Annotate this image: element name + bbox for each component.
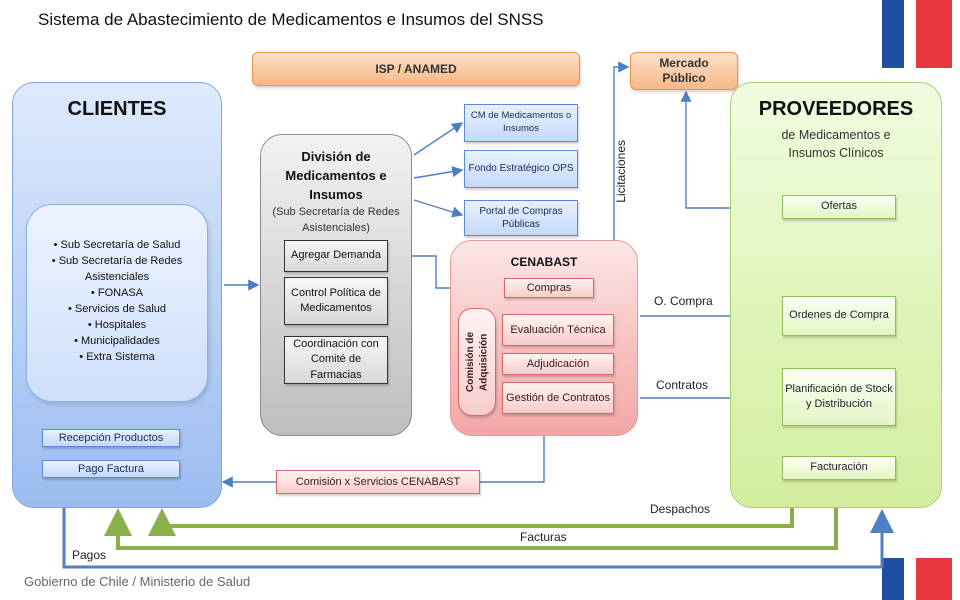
clientes-list: Sub Secretaría de Salud Sub Secretaría d… bbox=[32, 238, 202, 366]
cenabast-heading: CENABAST bbox=[510, 255, 578, 269]
isp-anamed-box[interactable]: ISP / ANAMED bbox=[252, 52, 580, 86]
cm-medicamentos-box[interactable]: CM de Medicamentos o Insumos bbox=[464, 104, 578, 142]
clientes-heading: CLIENTES bbox=[67, 98, 167, 120]
coordinacion-comite-box[interactable]: Coordinación con Comité de Farmacias bbox=[284, 336, 388, 384]
proveedores-panel bbox=[730, 82, 942, 508]
compras-box[interactable]: Compras bbox=[504, 278, 594, 298]
comision-adquisicion-box[interactable]: Comisión de Adquisición bbox=[458, 308, 496, 416]
isp-anamed-label: ISP / ANAMED bbox=[375, 61, 457, 76]
ordenes-compra-box[interactable]: Ordenes de Compra bbox=[782, 296, 896, 336]
evaluacion-tecnica-box[interactable]: Evaluación Técnica bbox=[502, 314, 614, 346]
pagos-label: Pagos bbox=[72, 548, 107, 562]
ocompra-label: O. Compra bbox=[654, 294, 713, 308]
contratos-label: Contratos bbox=[656, 378, 709, 392]
agregar-demanda-box[interactable]: Agregar Demanda bbox=[284, 240, 388, 272]
proveedores-heading: PROVEEDORES bbox=[758, 98, 914, 120]
client-item: Municipalidades bbox=[32, 334, 202, 350]
client-item: Sub Secretaría de Salud bbox=[32, 238, 202, 254]
client-item: Hospitales bbox=[32, 318, 202, 334]
control-politica-box[interactable]: Control Política de Medicamentos bbox=[284, 277, 388, 325]
mercado-line1: Mercado bbox=[659, 56, 709, 70]
page-title: Sistema de Abastecimiento de Medicamento… bbox=[38, 10, 544, 29]
planificacion-stock-box[interactable]: Planificación de Stock y Distribución bbox=[782, 368, 896, 426]
ofertas-box[interactable]: Ofertas bbox=[782, 195, 896, 219]
proveedores-sub: de Medicamentos e Insumos Clínicos bbox=[781, 128, 891, 161]
fondo-estrategico-box[interactable]: Fondo Estratégico OPS bbox=[464, 150, 578, 188]
pago-factura-box[interactable]: Pago Factura bbox=[42, 460, 180, 478]
mercado-publico-box[interactable]: Mercado Público bbox=[630, 52, 738, 90]
comision-adquisicion-label: Comisión de Adquisición bbox=[464, 332, 490, 393]
footer-text: Gobierno de Chile / Ministerio de Salud bbox=[24, 574, 251, 589]
recepcion-productos-box[interactable]: Recepción Productos bbox=[42, 429, 180, 447]
portal-compras-box[interactable]: Portal de Compras Públicas bbox=[464, 200, 578, 236]
mercado-line2: Público bbox=[662, 71, 706, 85]
client-item: Sub Secretaría de Redes Asistenciales bbox=[32, 254, 202, 286]
chile-flag-bottom bbox=[882, 558, 952, 600]
client-item: FONASA bbox=[32, 286, 202, 302]
chile-flag-top bbox=[882, 0, 952, 68]
adjudicacion-box[interactable]: Adjudicación bbox=[502, 353, 614, 375]
division-heading: División de Medicamentos e Insumos bbox=[285, 149, 387, 202]
client-item: Extra Sistema bbox=[32, 350, 202, 366]
client-item: Servicios de Salud bbox=[32, 302, 202, 318]
division-sub: (Sub Secretaría de Redes Asistenciales) bbox=[272, 206, 400, 234]
facturacion-box[interactable]: Facturación bbox=[782, 456, 896, 480]
comision-servicios-box[interactable]: Comisión x Servicios CENABAST bbox=[276, 470, 480, 494]
facturas-label: Facturas bbox=[520, 530, 567, 544]
licitaciones-label: Licitaciones bbox=[614, 140, 628, 203]
despachos-label: Despachos bbox=[650, 502, 711, 516]
gestion-contratos-box[interactable]: Gestión de Contratos bbox=[502, 382, 614, 414]
